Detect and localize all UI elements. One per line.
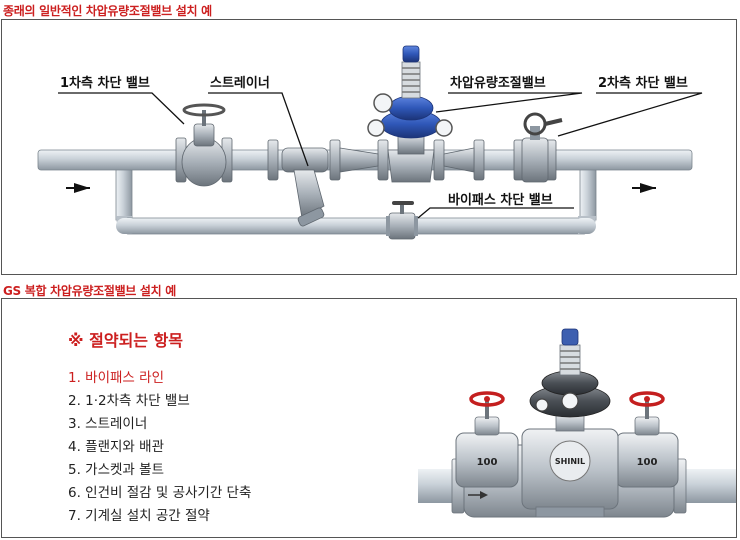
- flow-direction-arrow-out: [632, 183, 656, 193]
- pressure-gauge-icon: [373, 93, 393, 113]
- savings-item: 4. 플랜지와 배관: [68, 439, 164, 455]
- pressure-gauge-icon: [535, 398, 549, 412]
- inlet-pipe: [418, 469, 458, 503]
- conventional-install-diagram: 1차측 차단 밸브 스트레이너 차압유량조절밸브 2차측 차단 밸브 바이패스 …: [37, 45, 703, 240]
- primary-shutoff-valve: [181, 103, 227, 187]
- handwheel-icon: [469, 391, 505, 407]
- bypass-valve: [386, 201, 418, 240]
- pipe-expander: [443, 147, 475, 173]
- flow-direction-arrow-in: [66, 183, 90, 193]
- bottom-heading: GS 복합 차압유량조절밸브 설치 예: [3, 284, 177, 298]
- differential-pressure-flow-control-valve: [367, 45, 453, 183]
- callout-leaders: [58, 92, 703, 219]
- label-bypass-valve: 바이패스 차단 밸브: [448, 192, 553, 208]
- label-primary-shutoff-valve: 1차측 차단 밸브: [60, 75, 150, 91]
- flow-direction-arrow: [468, 491, 488, 499]
- left-handwheel: [469, 391, 505, 436]
- top-heading: 종래의 일반적인 차압유량조절밸브 설치 예: [3, 4, 212, 18]
- size-mark-left: 100: [477, 457, 498, 468]
- right-handwheel: [629, 391, 665, 436]
- savings-item: 6. 인건비 절감 및 공사기간 단축: [68, 485, 252, 501]
- secondary-shutoff-valve: [521, 112, 563, 183]
- savings-title: ※ 절약되는 항목: [68, 331, 184, 350]
- savings-item: 1. 바이패스 라인: [68, 370, 164, 386]
- label-control-valve: 차압유량조절밸브: [450, 75, 546, 91]
- strainer: [281, 147, 329, 227]
- pressure-gauge-icon: [435, 119, 453, 137]
- savings-item: 3. 스트레이너: [68, 416, 148, 432]
- diaphragm-actuator: [529, 328, 611, 432]
- pressure-gauge-icon: [367, 119, 385, 137]
- savings-item: 5. 가스켓과 볼트: [68, 462, 164, 478]
- bypass-line: [115, 163, 597, 235]
- brand-mark: SHINIL: [555, 457, 585, 466]
- handwheel-icon: [629, 391, 665, 407]
- handwheel-icon: [182, 103, 226, 117]
- savings-list: 1. 바이패스 라인 2. 1·2차측 차단 밸브 3. 스트레이너 4. 플랜…: [68, 367, 251, 528]
- outlet-pipe: [680, 469, 736, 503]
- gs-combined-valve-illustration: 100 100 SHINIL: [418, 328, 736, 518]
- adjustment-cap-icon: [561, 328, 579, 346]
- label-strainer: 스트레이너: [210, 75, 270, 91]
- size-mark-right: 100: [637, 457, 658, 468]
- conventional-install-panel: 1차측 차단 밸브 스트레이너 차압유량조절밸브 2차측 차단 밸브 바이패스 …: [1, 19, 737, 275]
- brand-emblem: [549, 440, 591, 482]
- pressure-gauge-icon: [561, 392, 579, 410]
- savings-item: 2. 1·2차측 차단 밸브: [68, 393, 190, 409]
- pipe-reducer: [339, 147, 379, 173]
- gs-install-panel: ※ 절약되는 항목 1. 바이패스 라인 2. 1·2차측 차단 밸브 3. 스…: [1, 298, 737, 538]
- label-secondary-shutoff-valve: 2차측 차단 밸브: [598, 75, 688, 91]
- savings-item: 7. 기계실 설치 공간 절약: [68, 508, 210, 524]
